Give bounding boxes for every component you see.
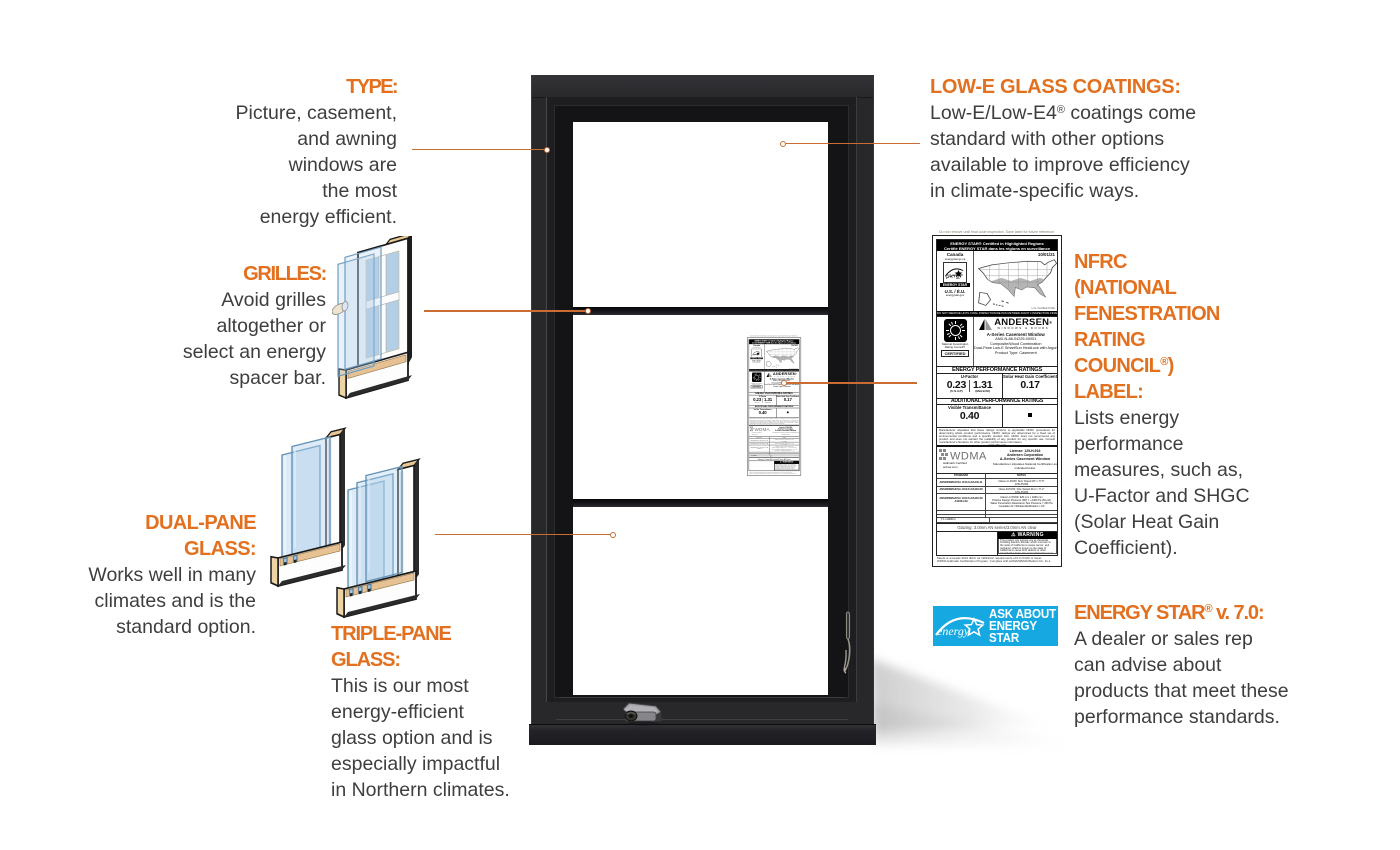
svg-text:WDMA: WDMA (754, 427, 770, 432)
svg-text:energy: energy (753, 353, 761, 356)
svg-text:energy: energy (937, 624, 970, 638)
svg-text:WDMA: WDMA (950, 451, 987, 462)
svg-text:energy: energy (946, 273, 962, 279)
